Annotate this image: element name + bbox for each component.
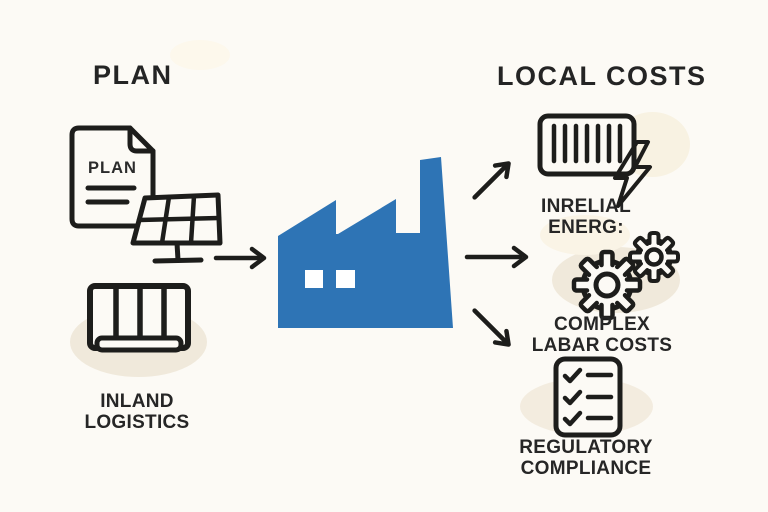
gear-large [571,249,643,321]
solar-panel-icon [128,186,226,268]
arrow-down-right-icon [460,296,526,362]
background-blob [170,40,230,70]
background-blob [540,215,630,255]
document-label: PLAN [88,159,137,177]
barcode-meter-icon [537,113,637,177]
lightning-bolt-icon [606,140,656,210]
gear-small [628,231,680,283]
regulatory-compliance-label: REGULATORY COMPLIANCE [519,437,653,479]
plan-heading: PLAN [93,60,173,90]
shipping-container-icon [86,282,192,356]
checklist-icon [552,356,624,438]
gears-icon [565,228,685,323]
factory-icon [278,155,458,328]
arrow-up-right-icon [460,146,526,212]
arrow-right-icon [464,244,536,270]
factory-silhouette [278,157,453,328]
inland-logistics-label: INLAND LOGISTICS [84,391,190,433]
local-costs-heading: LOCAL COSTS [497,61,707,91]
arrow-right-icon [212,245,276,271]
energy-cost-label: INRELIAL ENERG: [540,196,631,238]
labor-cost-label: COMPLEX LABAR COSTS [531,314,673,356]
